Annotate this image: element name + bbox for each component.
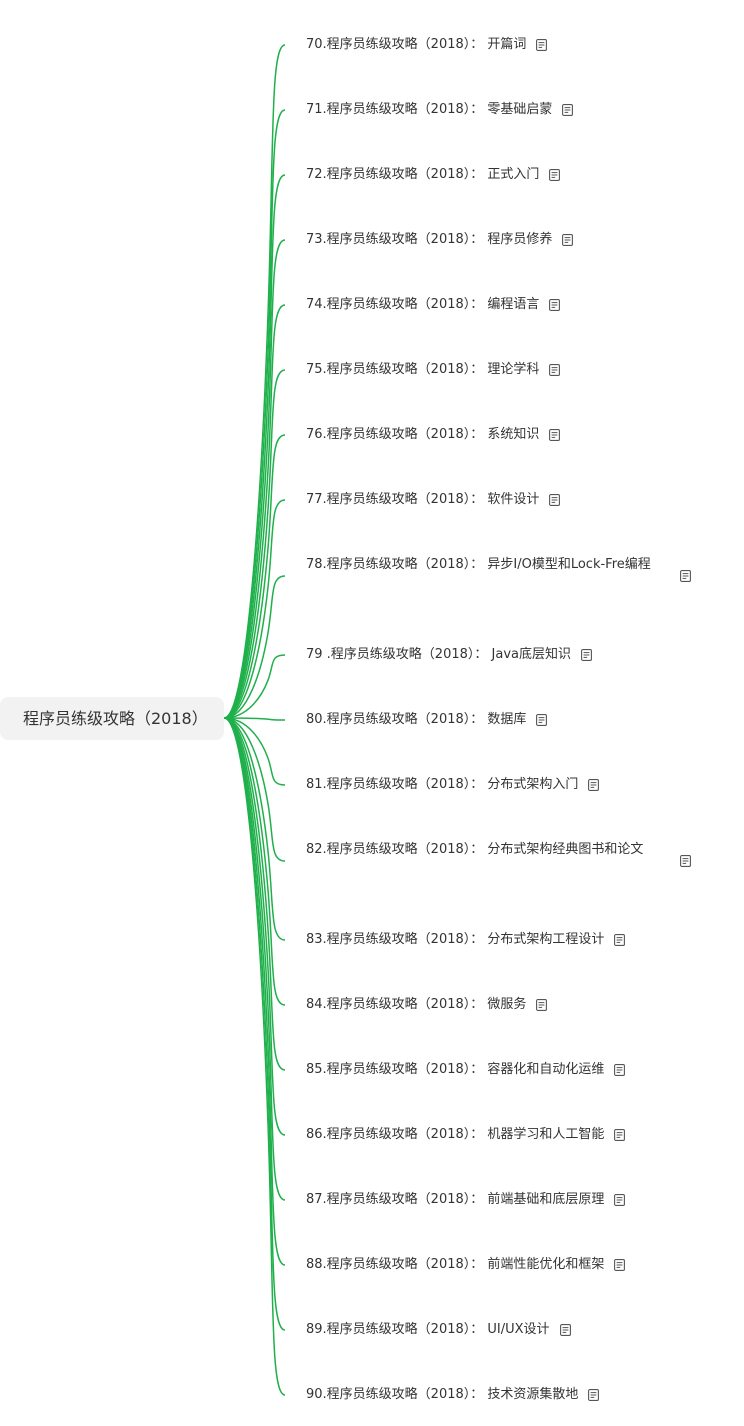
child-node-label: 78.程序员练级攻略（2018）： 异步I/O模型和Lock-Fre编程 <box>306 557 651 572</box>
connector-line <box>223 717 286 786</box>
connector-line <box>223 717 286 721</box>
connector-line <box>223 109 286 719</box>
child-node[interactable]: 71.程序员练级攻略（2018）： 零基础启蒙 <box>306 100 552 120</box>
connector-line <box>223 239 286 719</box>
child-node-label: 73.程序员练级攻略（2018）： 程序员修养 <box>306 232 553 247</box>
note-icon[interactable] <box>559 1324 571 1336</box>
child-node[interactable]: 80.程序员练级攻略（2018）： 数据库 <box>306 710 526 730</box>
child-node-label: 77.程序员练级攻略（2018）： 软件设计 <box>306 492 540 507</box>
connector-line <box>223 717 286 1266</box>
note-icon[interactable] <box>588 779 600 791</box>
child-node[interactable]: 85.程序员练级攻略（2018）： 容器化和自动化运维 <box>306 1060 604 1080</box>
child-node-label: 82.程序员练级攻略（2018）： 分布式架构经典图书和论文 <box>306 842 644 857</box>
note-icon[interactable] <box>562 234 574 246</box>
note-icon[interactable] <box>581 649 592 661</box>
root-node[interactable]: 程序员练级攻略（2018） <box>0 697 224 740</box>
connector-line <box>223 654 286 719</box>
child-node[interactable]: 77.程序员练级攻略（2018）： 软件设计 <box>306 490 539 510</box>
connector-line <box>223 44 286 719</box>
note-icon[interactable] <box>536 714 548 726</box>
note-icon[interactable] <box>614 1194 626 1206</box>
child-node[interactable]: 75.程序员练级攻略（2018）： 理论学科 <box>306 360 539 380</box>
note-icon[interactable] <box>536 39 548 51</box>
note-icon[interactable] <box>680 855 691 867</box>
note-icon[interactable] <box>549 429 561 441</box>
connector-line <box>223 575 286 719</box>
child-node-label: 79 .程序员练级攻略（2018）： Java底层知识 <box>306 647 571 662</box>
child-node[interactable]: 87.程序员练级攻略（2018）： 前端基础和底层原理 <box>306 1190 604 1210</box>
note-icon[interactable] <box>680 570 691 582</box>
root-node-label: 程序员练级攻略（2018） <box>23 709 208 728</box>
child-node[interactable]: 74.程序员练级攻略（2018）： 编程语言 <box>306 295 539 315</box>
connector-line <box>223 717 286 1331</box>
child-node[interactable]: 73.程序员练级攻略（2018）： 程序员修养 <box>306 230 552 250</box>
child-node[interactable]: 86.程序员练级攻略（2018）： 机器学习和人工智能 <box>306 1125 604 1145</box>
note-icon[interactable] <box>614 934 626 946</box>
connector-line <box>223 717 286 862</box>
connector-line <box>223 369 286 719</box>
child-node-label: 75.程序员练级攻略（2018）： 理论学科 <box>306 362 540 377</box>
note-icon[interactable] <box>549 364 561 376</box>
child-node-label: 72.程序员练级攻略（2018）： 正式入门 <box>306 167 540 182</box>
child-node[interactable]: 84.程序员练级攻略（2018）： 微服务 <box>306 995 526 1015</box>
child-node-label: 71.程序员练级攻略（2018）： 零基础启蒙 <box>306 102 553 117</box>
child-node[interactable]: 89.程序员练级攻略（2018）： UI/UX设计 <box>306 1320 550 1340</box>
note-icon[interactable] <box>549 169 561 181</box>
connector-line <box>223 499 286 719</box>
child-node-label: 76.程序员练级攻略（2018）： 系统知识 <box>306 427 540 442</box>
child-node-label: 84.程序员练级攻略（2018）： 微服务 <box>306 997 527 1012</box>
connector-line <box>223 717 286 941</box>
child-node-label: 90.程序员练级攻略（2018）： 技术资源集散地 <box>306 1387 579 1402</box>
child-node-label: 86.程序员练级攻略（2018）： 机器学习和人工智能 <box>306 1127 605 1142</box>
child-node-label: 85.程序员练级攻略（2018）： 容器化和自动化运维 <box>306 1062 605 1077</box>
child-node-label: 88.程序员练级攻略（2018）： 前端性能优化和框架 <box>306 1257 605 1272</box>
child-node-label: 81.程序员练级攻略（2018）： 分布式架构入门 <box>306 777 579 792</box>
child-node[interactable]: 82.程序员练级攻略（2018）： 分布式架构经典图书和论文 <box>306 840 664 860</box>
child-node-label: 89.程序员练级攻略（2018）： UI/UX设计 <box>306 1322 550 1337</box>
child-node[interactable]: 78.程序员练级攻略（2018）： 异步I/O模型和Lock-Fre编程 <box>306 555 664 575</box>
note-icon[interactable] <box>549 494 561 506</box>
child-node[interactable]: 90.程序员练级攻略（2018）： 技术资源集散地 <box>306 1385 578 1405</box>
note-icon[interactable] <box>614 1259 626 1271</box>
note-icon[interactable] <box>562 104 574 116</box>
child-node[interactable]: 88.程序员练级攻略（2018）： 前端性能优化和框架 <box>306 1255 604 1275</box>
child-node[interactable]: 70.程序员练级攻略（2018）： 开篇词 <box>306 35 526 55</box>
child-node-label: 70.程序员练级攻略（2018）： 开篇词 <box>306 37 527 52</box>
child-node[interactable]: 83.程序员练级攻略（2018）： 分布式架构工程设计 <box>306 930 604 950</box>
connector-line <box>223 717 286 1201</box>
note-icon[interactable] <box>614 1129 626 1141</box>
connector-line <box>223 174 286 719</box>
connector-line <box>223 717 286 1071</box>
connector-line <box>223 304 286 719</box>
child-node-label: 87.程序员练级攻略（2018）： 前端基础和底层原理 <box>306 1192 605 1207</box>
child-node[interactable]: 72.程序员练级攻略（2018）： 正式入门 <box>306 165 539 185</box>
child-node-label: 80.程序员练级攻略（2018）： 数据库 <box>306 712 527 727</box>
connector-line <box>223 434 286 719</box>
child-node[interactable]: 81.程序员练级攻略（2018）： 分布式架构入门 <box>306 775 578 795</box>
child-node[interactable]: 76.程序员练级攻略（2018）： 系统知识 <box>306 425 539 445</box>
connector-line <box>223 717 286 1006</box>
note-icon[interactable] <box>549 299 561 311</box>
child-node-label: 83.程序员练级攻略（2018）： 分布式架构工程设计 <box>306 932 605 947</box>
note-icon[interactable] <box>588 1389 600 1401</box>
connector-line <box>223 717 286 1136</box>
child-node-label: 74.程序员练级攻略（2018）： 编程语言 <box>306 297 540 312</box>
child-node[interactable]: 79 .程序员练级攻略（2018）： Java底层知识 <box>306 645 571 665</box>
connector-line <box>223 717 286 1396</box>
note-icon[interactable] <box>536 999 548 1011</box>
note-icon[interactable] <box>614 1064 626 1076</box>
